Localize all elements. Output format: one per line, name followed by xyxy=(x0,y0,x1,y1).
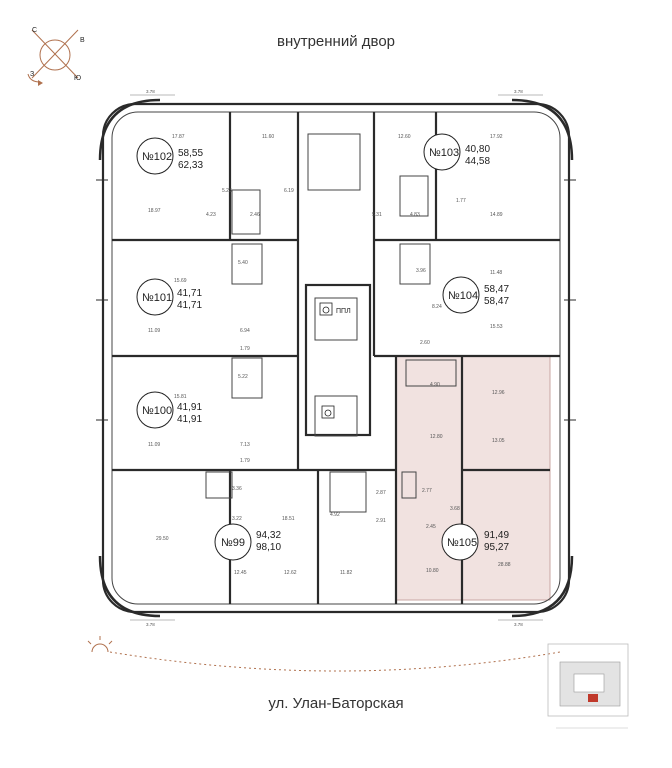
room-area: 2.46 xyxy=(250,212,260,218)
room-area: 6.94 xyxy=(240,328,250,334)
room-area: 17.87 xyxy=(172,134,185,140)
wheelchair-icon xyxy=(319,302,335,419)
apartment-102[interactable]: №102 58,55 62,33 xyxy=(136,137,203,175)
room-area: 18.97 xyxy=(148,208,161,214)
apartment-104[interactable]: №104 58,47 58,47 xyxy=(442,276,509,314)
room-area: 5.31 xyxy=(372,212,382,218)
apt-103-area-full: 44,58 xyxy=(465,156,490,167)
room-area: 14.89 xyxy=(490,212,503,218)
room-area: 3.68 xyxy=(450,506,460,512)
room-area: 2.87 xyxy=(376,490,386,496)
apartment-99[interactable]: №99 94,32 98,10 xyxy=(214,523,281,561)
apt-100-area-full: 41,91 xyxy=(177,414,202,425)
sun-path-icon xyxy=(87,636,561,672)
courtyard-label: внутренний двор xyxy=(276,33,396,50)
apartment-105-highlight[interactable] xyxy=(395,355,551,601)
compass-s: Ю xyxy=(74,75,81,82)
room-area: 15.69 xyxy=(174,278,187,284)
room-area: 18.51 xyxy=(282,516,295,522)
room-area: 4.92 xyxy=(330,512,340,518)
apt-100-area: 41,91 xyxy=(177,402,202,413)
compass-w: З xyxy=(30,71,34,78)
apt-104-area: 58,47 xyxy=(484,284,509,295)
key-map-thumbnail xyxy=(547,643,629,729)
room-area: 5.40 xyxy=(238,260,248,266)
room-area: 17.92 xyxy=(490,134,503,140)
room-area: 11.09 xyxy=(148,442,160,448)
dim-tl: 3.78 xyxy=(146,89,155,94)
room-area: 3.36 xyxy=(232,486,242,492)
room-area: 12.62 xyxy=(284,570,297,576)
room-area: 7.13 xyxy=(240,442,250,448)
room-area: 12.80 xyxy=(430,434,443,440)
apt-102-area: 58,55 xyxy=(178,148,203,159)
apartment-101[interactable]: №101 41,71 41,71 xyxy=(136,278,202,316)
room-area: 1.79 xyxy=(240,458,250,464)
room-area: 2.91 xyxy=(376,518,386,524)
corner-dimensions: 3.78 3.78 3.78 3.78 xyxy=(130,89,543,627)
apt-105-area-full: 95,27 xyxy=(484,542,509,553)
room-area: 29.50 xyxy=(156,536,169,542)
room-area: 2.77 xyxy=(422,488,432,494)
room-area: 4.83 xyxy=(410,212,420,218)
apt-104-area-full: 58,47 xyxy=(484,296,509,307)
dim-br: 3.78 xyxy=(514,622,523,627)
compass-n: С xyxy=(32,27,37,34)
apartment-105[interactable]: №105 91,49 95,27 xyxy=(441,523,509,561)
compass-e: В xyxy=(80,37,85,44)
room-area: 15.81 xyxy=(174,394,187,400)
apt-99-area-full: 98,10 xyxy=(256,542,281,553)
room-area: 4.90 xyxy=(430,382,440,388)
room-area: 4.23 xyxy=(206,212,216,218)
apt-100-number: №100 xyxy=(142,405,172,417)
apt-102-number: №102 xyxy=(142,151,172,163)
outer-walls xyxy=(98,98,574,618)
room-area: 3.96 xyxy=(416,268,426,274)
room-area: 11.82 xyxy=(340,570,352,576)
dim-bl: 3.78 xyxy=(146,622,155,627)
room-area: 12.60 xyxy=(398,134,411,140)
apt-102-area-full: 62,33 xyxy=(178,160,203,171)
elevator-label: ППЛ xyxy=(336,308,351,315)
room-area: 2.60 xyxy=(420,340,430,346)
room-area: 12.96 xyxy=(492,390,505,396)
apt-105-area: 91,49 xyxy=(484,530,509,541)
interior-walls xyxy=(96,112,576,604)
room-areas: 17.87 11.60 12.60 17.92 5.23 6.19 18.97 … xyxy=(148,134,511,576)
room-area: 6.19 xyxy=(284,188,294,194)
room-area: 11.48 xyxy=(490,270,502,276)
apt-103-number: №103 xyxy=(429,147,459,159)
room-area: 5.22 xyxy=(238,374,248,380)
room-area: 1.77 xyxy=(456,198,466,204)
apartment-103[interactable]: №103 40,80 44,58 xyxy=(423,133,490,171)
dim-tr: 3.78 xyxy=(514,89,523,94)
street-label: ул. Улан-Баторская xyxy=(268,695,404,712)
apt-103-area: 40,80 xyxy=(465,144,490,155)
apt-101-number: №101 xyxy=(142,292,172,304)
compass-icon: С В Ю З xyxy=(27,27,85,86)
apt-99-area: 94,32 xyxy=(256,530,281,541)
room-area: 8.24 xyxy=(432,304,442,310)
room-area: 28.88 xyxy=(498,562,511,568)
room-area: 12.45 xyxy=(234,570,247,576)
room-area: 5.23 xyxy=(222,188,232,194)
room-area: 11.09 xyxy=(148,328,160,334)
room-area: 15.53 xyxy=(490,324,503,330)
room-area: 11.60 xyxy=(262,134,274,140)
room-area: 2.45 xyxy=(426,524,436,530)
room-area: 3.22 xyxy=(232,516,242,522)
apt-101-area-full: 41,71 xyxy=(177,300,202,311)
room-area: 13.05 xyxy=(492,438,505,444)
apt-104-number: №104 xyxy=(448,290,478,302)
apt-105-number: №105 xyxy=(447,537,477,549)
apt-99-number: №99 xyxy=(221,537,245,549)
apt-101-area: 41,71 xyxy=(177,288,202,299)
apartment-100[interactable]: №100 41,91 41,91 xyxy=(136,391,202,429)
room-area: 10.80 xyxy=(426,568,439,574)
room-area: 1.79 xyxy=(240,346,250,352)
